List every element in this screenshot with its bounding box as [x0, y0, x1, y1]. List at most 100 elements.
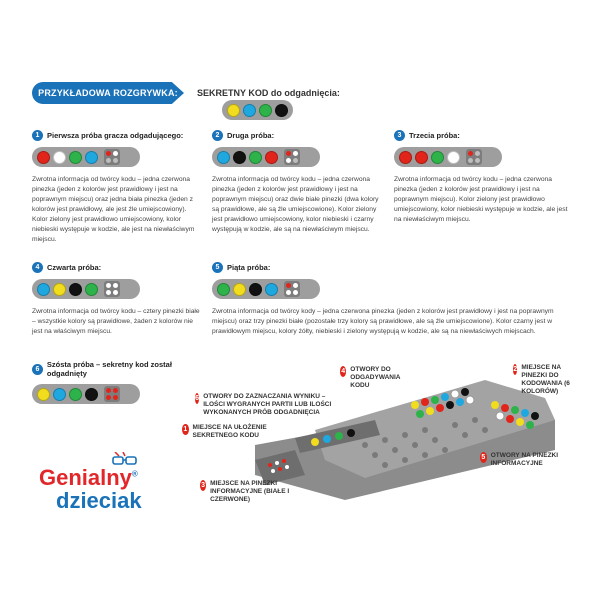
secret-code-board [222, 100, 293, 120]
secret-code-title: SEKRETNY KOD do odgadnięcia: [197, 88, 340, 98]
attempt-5-board [212, 279, 320, 299]
attempt-2-board [212, 147, 320, 167]
attempt-1-header: 1 Pierwsza próba gracza odgadującego: [32, 130, 200, 141]
label-4: 4 OTWORY DO ODGADYWANIA KODU [340, 366, 415, 390]
feedback-pin-white [112, 283, 118, 288]
peg-white [447, 150, 460, 164]
peg-green [217, 282, 230, 296]
logo-line-2: dzieciak [56, 488, 142, 513]
attempt-5-number: 5 [212, 262, 223, 273]
attempt-6-board [32, 384, 140, 404]
label-6-text: OTWORY DO ZAZNACZANIA WYNIKU – ILOŚCI WY… [203, 393, 332, 416]
board-holes [362, 417, 488, 468]
feedback-pin-empty [474, 157, 480, 163]
feedback-pin-white [112, 289, 118, 295]
peg-yellow [53, 282, 66, 296]
label-6-number: 6 [195, 393, 200, 404]
feedback-pins [284, 281, 300, 297]
label-5-text: OTWORY NA PINEZKI INFORMACYJNE [490, 452, 559, 467]
secret-code-strong: SEKRETNY KOD [197, 88, 269, 98]
peg-green [69, 150, 82, 164]
peg-blue [37, 282, 50, 296]
attempt-4-title: Czwarta próba: [47, 263, 102, 272]
feedback-pin-red [286, 283, 291, 288]
peg-green [249, 150, 262, 164]
feedback-tray-pegs [268, 459, 289, 473]
attempt-6: 6 Szósta próba – sekretny kod został odg… [32, 360, 212, 404]
logo-genialny: Genialny® [39, 465, 138, 491]
feedback-pin-red [112, 388, 118, 393]
feedback-pins [104, 386, 120, 402]
attempt-4: 4 Czwarta próba: Zwrotna informacja od t… [32, 262, 202, 337]
feedback-pin-red [106, 394, 111, 400]
label-6: 6 OTWORY DO ZAZNACZANIA WYNIKU – ILOŚCI … [195, 393, 345, 417]
banner-text: PRZYKŁADOWA ROZGRYWKA: [38, 88, 178, 98]
feedback-pin-red [106, 388, 111, 393]
attempt-6-header: 6 Szósta próba – sekretny kod został odg… [32, 360, 212, 378]
peg-blue [265, 282, 278, 296]
peg-green [85, 282, 98, 296]
example-game-banner: PRZYKŁADOWA ROZGRYWKA: [32, 82, 184, 104]
attempt-3-text: Zwrotna informacja od twórcy kodu – jedn… [394, 176, 568, 223]
attempt-3-number: 3 [394, 130, 405, 141]
feedback-pin-red [112, 394, 118, 400]
label-4-text: OTWORY DO ODGADYWANIA KODU [350, 366, 401, 389]
peg-black [69, 282, 82, 296]
attempt-2: 2 Druga próba: Zwrotna informacja od twó… [212, 130, 382, 235]
attempt-5: 5 Piąta próba: Zwrotna informacja od twó… [212, 262, 572, 337]
attempt-3: 3 Trzecia próba: Zwrotna informacja od t… [394, 130, 572, 225]
peg-yellow [233, 282, 246, 296]
attempt-3-title: Trzecia próba: [409, 131, 460, 140]
feedback-pins [466, 149, 482, 165]
feedback-pins [104, 281, 120, 297]
feedback-pin-white [292, 289, 298, 295]
peg-yellow [227, 103, 240, 117]
feedback-pin-red [286, 151, 291, 156]
label-5: 5 OTWORY NA PINEZKI INFORMACYJNE [480, 452, 565, 468]
label-3-number: 3 [200, 480, 207, 491]
attempt-5-text: Zwrotna informacja od twórcy kody – jedn… [212, 308, 554, 335]
feedback-pin-white [112, 151, 118, 156]
feedback-pins [104, 149, 120, 165]
feedback-pin-empty [106, 157, 111, 163]
attempt-5-header: 5 Piąta próba: [212, 262, 572, 273]
attempt-5-title: Piąta próba: [227, 263, 271, 272]
label-2-text: MIEJSCE NA PINEZKI DO KODOWANIA (6 KOLOR… [521, 364, 570, 395]
attempt-1-title: Pierwsza próba gracza odgadującego: [47, 131, 184, 140]
peg-red [265, 150, 278, 164]
feedback-pin-white [292, 283, 298, 288]
attempt-3-header: 3 Trzecia próba: [394, 130, 572, 141]
label-1: 1 MIEJSCE NA UŁOŻENIE SEKRETNEGO KODU [182, 424, 277, 440]
attempt-2-number: 2 [212, 130, 223, 141]
glasses-icon [112, 451, 138, 471]
peg-black [249, 282, 262, 296]
peg-red [399, 150, 412, 164]
secret-code-rest: do odgadnięcia: [268, 88, 340, 98]
attempt-1-text: Zwrotna informacja od twórcy kodu – jedn… [32, 176, 195, 243]
game-board-illustration [255, 380, 555, 500]
attempt-1-board [32, 147, 140, 167]
feedback-pin-white [286, 157, 291, 163]
peg-white [53, 150, 66, 164]
peg-black [85, 387, 98, 401]
attempt-3-board [394, 147, 502, 167]
feedback-pin-red [468, 151, 473, 156]
label-3: 3 MIEJSCE NA PINEZKI INFORMACYJNE (BIAŁE… [200, 480, 315, 504]
peg-blue [85, 150, 98, 164]
feedback-pin-white [286, 289, 291, 295]
label-1-number: 1 [182, 424, 189, 435]
peg-red [415, 150, 428, 164]
peg-blue [217, 150, 230, 164]
feedback-pin-white [106, 289, 111, 295]
label-3-text: MIEJSCE NA PINEZKI INFORMACYJNE (BIAŁE I… [210, 480, 290, 503]
attempt-4-text: Zwrotna informacja od twórcy kodu – czte… [32, 308, 200, 335]
peg-blue [243, 103, 256, 117]
peg-blue [53, 387, 66, 401]
label-2: 2 MIEJSCE NA PINEZKI DO KODOWANIA (6 KOL… [513, 364, 588, 396]
label-4-number: 4 [340, 366, 347, 377]
attempt-2-text: Zwrotna informacja od twórcy kodu – jedn… [212, 176, 379, 233]
feedback-pin-white [106, 283, 111, 288]
peg-green [69, 387, 82, 401]
label-5-number: 5 [480, 452, 487, 463]
peg-red [37, 150, 50, 164]
